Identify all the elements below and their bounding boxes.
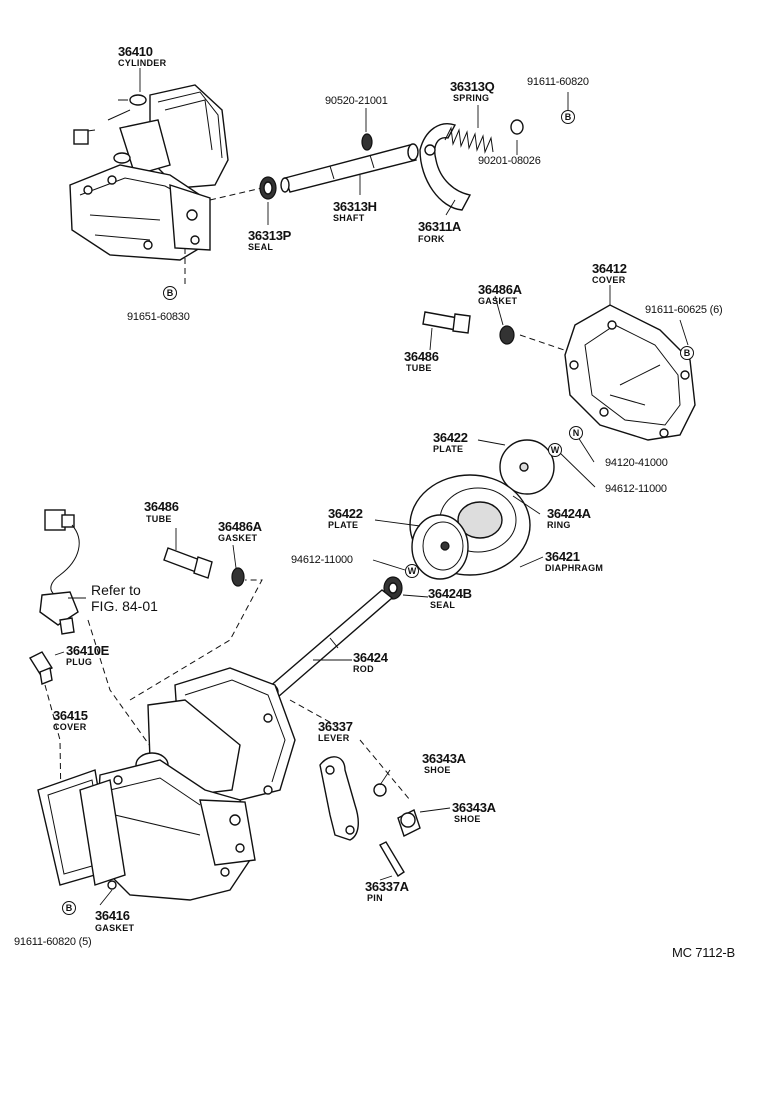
part-number-36313h: 36313H (333, 199, 377, 214)
seal-36313p (259, 176, 277, 200)
part-number-94612-right: 94612-11000 (605, 483, 667, 495)
part-name-36313p: SEAL (248, 242, 274, 252)
part-number-36343a-2: 36343A (452, 800, 496, 815)
part-number-36424a: 36424A (547, 506, 591, 521)
part-number-36422-low: 36422 (328, 506, 363, 521)
part-name-36343a-1: SHOE (424, 765, 451, 775)
part-name-36410: CYLINDER (118, 58, 167, 68)
part-name-36422-top: PLATE (433, 444, 464, 454)
shoe-36343a-2 (397, 809, 421, 837)
bolt-90201 (510, 119, 524, 135)
part-number-91611-5: 91611-60820 (5) (14, 936, 92, 948)
shaft-36313h (280, 143, 419, 193)
plate-36422-top (499, 439, 555, 495)
part-number-94612-left: 94612-11000 (291, 554, 353, 566)
refer-note-line2[interactable]: FIG. 84-01 (91, 598, 158, 615)
part-number-36415: 36415 (53, 708, 88, 723)
part-number-36337: 36337 (318, 719, 353, 734)
refer-note: Refer to FIG. 84-01 (91, 582, 158, 614)
part-name-36311a: FORK (418, 234, 445, 244)
part-name-36486-low: TUBE (146, 514, 172, 524)
part-name-36337a: PIN (367, 893, 383, 903)
symbol-b-icon: B (680, 346, 694, 360)
part-name-36422-low: PLATE (328, 520, 359, 530)
part-name-36337: LEVER (318, 733, 350, 743)
part-name-36424: ROD (353, 664, 374, 674)
diagram-code: MC 7112-B (672, 945, 735, 960)
symbol-w-icon: W (548, 443, 562, 457)
part-number-91651: 91651-60830 (127, 311, 190, 323)
part-number-36313q: 36313Q (450, 79, 495, 94)
part-number-94120: 94120-41000 (605, 457, 668, 469)
part-name-36486-top: TUBE (406, 363, 432, 373)
rod-36424 (265, 589, 394, 700)
part-name-36410e: PLUG (66, 657, 93, 667)
part-name-36424b: SEAL (430, 600, 456, 610)
tube-36486-top (422, 311, 471, 334)
plug-36410e (28, 651, 54, 685)
part-name-36486a-low: GASKET (218, 533, 258, 543)
part-name-36486a-top: GASKET (478, 296, 518, 306)
part-name-36313h: SHAFT (333, 213, 365, 223)
leader-lines (54, 68, 689, 906)
part-name-36421: DIAPHRAGM (545, 563, 604, 573)
cylinder-assembly-lower (37, 667, 296, 901)
part-name-36415: COVER (53, 722, 87, 732)
symbol-b-icon: B (163, 286, 177, 300)
part-number-91611-top: 91611-60820 (527, 76, 589, 88)
part-name-36412: COVER (592, 275, 626, 285)
fork-36311a (419, 123, 472, 211)
part-number-90201: 90201-08026 (478, 155, 541, 167)
cover-36412 (564, 304, 696, 441)
washer-90520 (361, 133, 373, 151)
part-number-90520: 90520-21001 (325, 95, 388, 107)
part-number-36412: 36412 (592, 261, 627, 276)
part-number-36486-low: 36486 (144, 499, 179, 514)
part-number-36343a-1: 36343A (422, 751, 466, 766)
part-number-36422-top: 36422 (433, 430, 468, 445)
symbol-n-icon: N (569, 426, 583, 440)
part-number-36486a-top: 36486A (478, 282, 522, 297)
part-number-36410e: 36410E (66, 643, 110, 658)
cylinder-assembly-upper (69, 84, 229, 261)
gasket-36486a-top (499, 325, 515, 345)
part-number-36424: 36424 (353, 650, 388, 665)
part-number-36311a: 36311A (418, 219, 462, 234)
switch-assembly (39, 509, 80, 635)
part-number-36416: 36416 (95, 908, 130, 923)
part-name-36343a-2: SHOE (454, 814, 481, 824)
symbol-b-icon: B (62, 901, 76, 915)
part-number-36424b: 36424B (428, 586, 472, 601)
symbol-b-icon: B (561, 110, 575, 124)
shoe-36343a-1 (373, 783, 387, 797)
part-number-36486-top: 36486 (404, 349, 439, 364)
pin-36337a (379, 841, 405, 877)
refer-note-line1: Refer to (91, 582, 141, 598)
part-number-91611-6: 91611-60625 (6) (645, 304, 723, 316)
part-number-36486a-low: 36486A (218, 519, 262, 534)
part-number-36313p: 36313P (248, 228, 292, 243)
part-number-36337a: 36337A (365, 879, 409, 894)
part-name-36313q: SPRING (453, 93, 490, 103)
gasket-36486a-low (231, 567, 245, 587)
part-name-36424a: RING (547, 520, 571, 530)
part-number-36410: 36410 (118, 44, 153, 59)
lever-36337 (319, 756, 359, 841)
spring-36313q (444, 126, 494, 154)
part-name-36416: GASKET (95, 923, 135, 933)
symbol-w-icon: W (405, 564, 419, 578)
tube-36486-low (163, 547, 213, 579)
part-number-36421: 36421 (545, 549, 580, 564)
seal-36424b (383, 576, 403, 600)
plate-36422-low (411, 514, 469, 580)
